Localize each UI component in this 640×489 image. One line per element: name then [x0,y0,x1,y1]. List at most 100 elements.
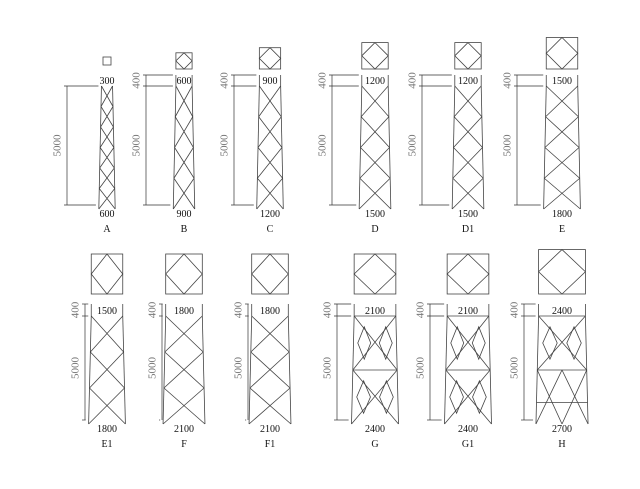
brace [258,116,283,148]
brace [360,116,390,148]
brace [259,85,282,117]
brace [544,147,580,179]
left-leg [162,315,167,425]
brace [173,147,194,179]
top-width-label: 1800 [174,306,194,317]
body-height-label: 5000 [233,357,245,380]
sub-brace [449,379,464,415]
plan-box [446,253,490,295]
brace [536,315,586,371]
brace [536,369,563,425]
top-width-label: 1500 [97,306,117,317]
sub-brace [357,325,372,361]
brace [257,177,284,210]
brace [352,315,397,371]
brace [100,106,114,128]
brace [90,315,124,353]
plan-diamond [258,47,282,70]
right-leg [122,315,126,425]
body-height-label: 5000 [502,134,514,157]
section-label: A [103,224,111,235]
brace [454,85,483,118]
brace [163,351,204,389]
body-height-label: 5000 [317,134,329,157]
brace [173,178,196,210]
top-width-label: 2400 [552,306,572,317]
top-width-label: 300 [100,76,115,87]
bottom-width-label: 600 [100,209,115,220]
section-label: C [267,224,274,235]
header-height-label: 400 [407,72,419,89]
section-label: E1 [101,439,112,450]
plan-diamond [454,42,482,70]
section-label: D [371,224,378,235]
sub-brace [566,325,582,361]
brace [249,351,290,389]
section-label: F [181,439,187,450]
left-leg [451,85,456,210]
plan-diamond [361,42,389,70]
body-height-label: 5000 [70,357,82,380]
header-height-label: 400 [502,72,514,89]
plan-box [454,42,482,70]
bottom-width-label: 2400 [458,424,478,435]
brace [251,315,290,353]
sub-brace [378,325,393,361]
right-leg [201,315,206,425]
brace [98,167,115,189]
header-height-label: 400 [317,72,329,89]
brace [100,85,113,107]
right-leg [287,315,292,425]
body-height-label: 5000 [322,357,334,380]
plan-box [175,52,193,70]
brace [174,147,195,179]
body-height-label: 5000 [415,357,427,380]
brace [174,85,193,117]
brace [88,387,125,425]
bottom-width-label: 2400 [365,424,385,435]
brace [452,147,483,179]
sub-brace [471,325,486,361]
header-height-label: 400 [322,301,334,318]
section-label: B [181,224,188,235]
plan-diamond [251,253,289,295]
body-height-label: 5000 [509,357,521,380]
brace [257,147,283,179]
brace [172,178,195,210]
brace [352,369,399,425]
sub-brace [356,379,371,415]
section-label: F1 [265,439,276,450]
brace [446,315,491,371]
section-label: G [371,439,378,450]
brace [90,315,124,353]
section-label: H [558,439,565,450]
brace [257,116,282,148]
top-width-label: 1200 [458,76,478,87]
brace [99,147,115,169]
brace [89,387,126,425]
brace [250,351,291,389]
top-width-label: 600 [177,76,192,87]
top-width-label: 2100 [365,306,385,317]
header-height-label: 400 [131,72,143,89]
left-leg [358,85,363,210]
header-height-label: 400 [233,301,245,318]
brace [543,177,580,210]
bottom-width-label: 1500 [365,209,385,220]
brace [175,85,194,117]
plan-diamond [165,253,203,295]
header-height-label: 400 [509,301,521,318]
header-height-label: 400 [147,301,159,318]
brace [90,351,125,389]
plan-box [102,56,112,66]
bottom-width-label: 1800 [552,209,572,220]
